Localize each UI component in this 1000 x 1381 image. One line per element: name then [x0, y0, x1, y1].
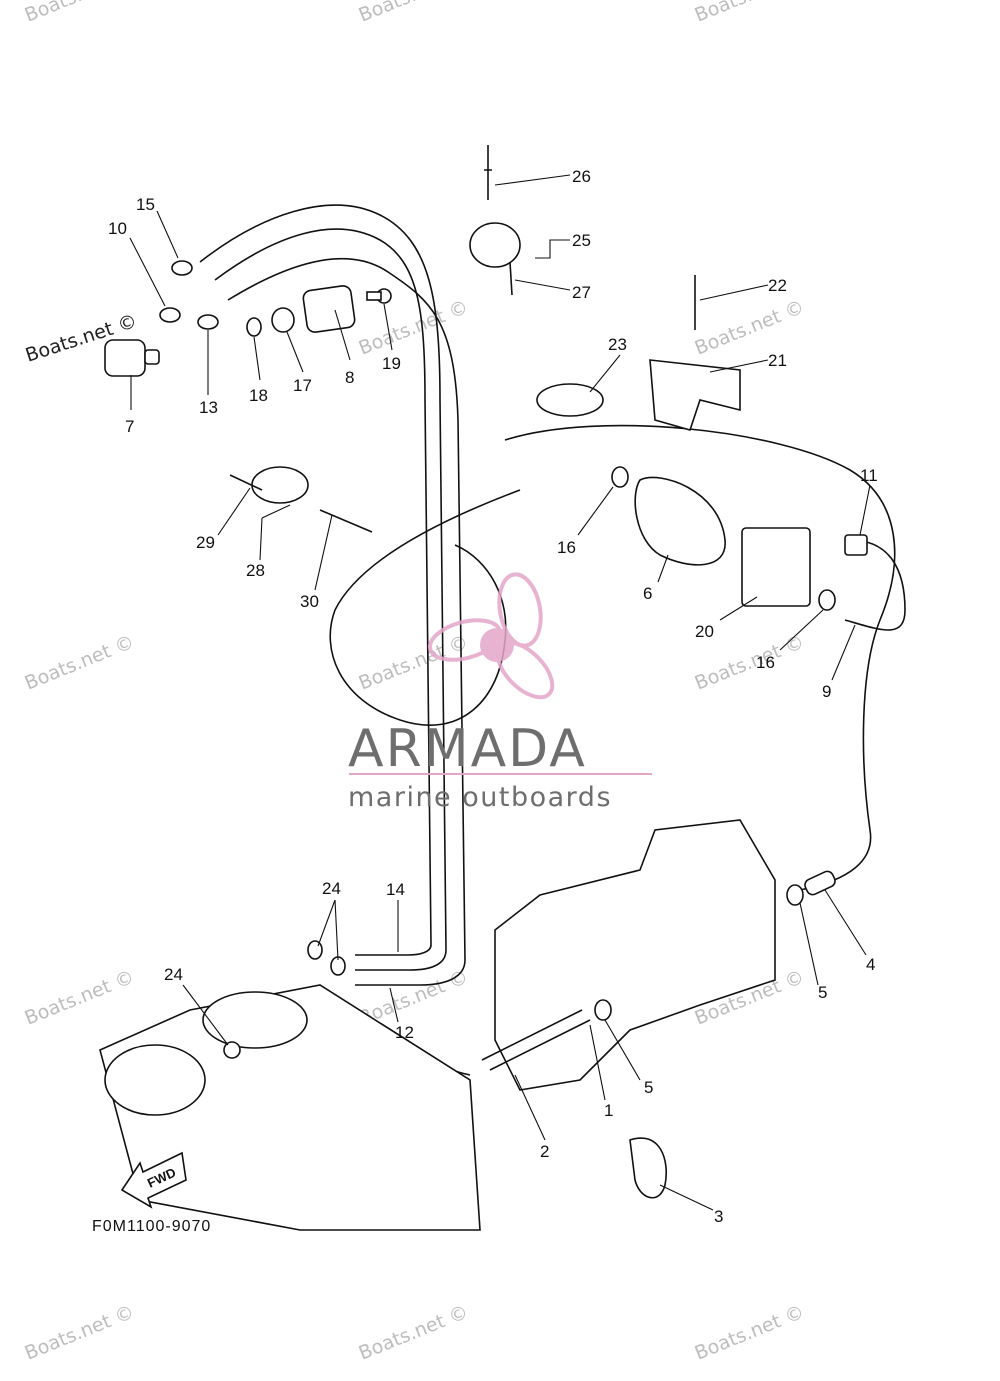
watermark: Boats.net ©	[356, 631, 472, 695]
callout-labels: 1 2 3 4 5 5 6 7 8 9 10 11 12 13 14 15 16…	[108, 167, 878, 1226]
hose-clip-13	[197, 314, 219, 330]
fuel-cooler-6	[634, 476, 726, 566]
clip-24-upper-a	[307, 940, 323, 960]
tie-27	[509, 261, 513, 296]
callout-11: 11	[860, 466, 878, 485]
callout-29: 29	[196, 533, 215, 552]
callout-7: 7	[125, 417, 134, 436]
callout-26: 26	[572, 167, 591, 186]
clip-16-right	[818, 589, 836, 611]
component-group-right	[536, 275, 906, 631]
callout-1: 1	[604, 1101, 613, 1120]
leader-lines	[129, 174, 871, 1211]
callout-30: 30	[300, 592, 319, 611]
callout-22: 22	[768, 276, 787, 295]
callout-21: 21	[768, 351, 787, 370]
callout-16: 16	[756, 653, 775, 672]
watermark: Boats.net ©	[356, 296, 472, 360]
vent-hose-14	[199, 204, 447, 971]
clip-5-upper	[786, 884, 804, 906]
clamp-3	[629, 1137, 667, 1199]
fwd-arrow-icon	[120, 1151, 187, 1209]
hose-9	[844, 539, 906, 631]
brand-title: ARMADA	[348, 719, 587, 779]
callout-16: 16	[557, 538, 576, 557]
propeller-logo-icon	[427, 572, 555, 700]
fuel-hose-loop	[329, 489, 521, 726]
bracket-21	[649, 359, 741, 431]
watermark: Boats.net ©	[22, 631, 138, 695]
watermark: Boats.net ©	[356, 0, 472, 27]
tie-29	[229, 474, 263, 491]
fuel-filter-body	[104, 339, 146, 377]
rivet-30	[319, 509, 373, 533]
throttle-body	[494, 819, 776, 1091]
callout-3: 3	[714, 1207, 723, 1226]
band-23	[536, 383, 604, 417]
hose-end-11	[844, 534, 868, 556]
callout-17: 17	[293, 376, 312, 395]
component-group-engine	[99, 819, 836, 1231]
hose-clip-10	[159, 307, 181, 323]
rivet-26	[484, 145, 492, 200]
screw-19-shank	[366, 291, 382, 301]
component-group-top-center	[469, 145, 521, 296]
fuel-hose-4	[504, 424, 896, 891]
vent-hose-12	[227, 258, 466, 986]
grommet-8	[302, 285, 356, 333]
clip-16-top	[611, 466, 629, 488]
watermark: Boats.net ©	[22, 1301, 138, 1365]
callout-24: 24	[164, 965, 183, 984]
component-group-left-center	[229, 466, 373, 533]
callout-10: 10	[108, 219, 127, 238]
callout-12: 12	[395, 1023, 414, 1042]
vent-hose-14-inner	[214, 228, 432, 956]
fuel-filter-nozzle	[144, 349, 160, 365]
component-group-top-left	[104, 260, 392, 377]
tank-port	[202, 991, 308, 1049]
callout-27: 27	[572, 283, 591, 302]
pipe-1	[489, 1019, 591, 1071]
watermark: Boats.net ©	[692, 1301, 808, 1365]
callout-23: 23	[608, 335, 627, 354]
clamp-28	[251, 466, 309, 504]
callout-14: 14	[386, 880, 405, 899]
tank-filler	[104, 1044, 206, 1116]
brand-logo: ARMADA marine outboards	[348, 572, 652, 813]
clip-24-lower	[223, 1041, 241, 1059]
callout-28: 28	[246, 561, 265, 580]
callout-20: 20	[695, 622, 714, 641]
callout-19: 19	[382, 354, 401, 373]
brand-divider	[349, 773, 652, 775]
callout-15: 15	[136, 195, 155, 214]
clip-5-lower	[594, 999, 612, 1021]
direction-indicator: FWD	[120, 1151, 187, 1209]
brand-subtitle: marine outboards	[348, 782, 612, 813]
washer-18	[246, 317, 262, 337]
callout-4: 4	[866, 955, 875, 974]
callout-5: 5	[644, 1078, 653, 1097]
hose-clip-15	[171, 260, 193, 276]
callout-24: 24	[322, 879, 341, 898]
figure-code: F0M1100-9070	[92, 1218, 211, 1235]
watermark: Boats.net ©	[22, 966, 138, 1030]
watermark: Boats.net ©	[692, 296, 808, 360]
callout-5: 5	[818, 983, 827, 1002]
callout-6: 6	[643, 584, 652, 603]
watermark: Boats.net ©	[356, 1301, 472, 1365]
callout-25: 25	[572, 231, 591, 250]
holder-20	[741, 527, 811, 607]
watermark: Boats.net ©	[692, 0, 808, 27]
callout-8: 8	[345, 368, 354, 387]
watermark: Boats.net ©	[22, 0, 138, 27]
clamp-25	[469, 222, 521, 268]
callout-2: 2	[540, 1142, 549, 1161]
hose-4-end	[804, 870, 836, 896]
callout-9: 9	[822, 682, 831, 701]
nut-17	[271, 307, 295, 333]
callout-18: 18	[249, 386, 268, 405]
pipe-1-outer	[481, 1009, 583, 1061]
callout-13: 13	[199, 398, 218, 417]
